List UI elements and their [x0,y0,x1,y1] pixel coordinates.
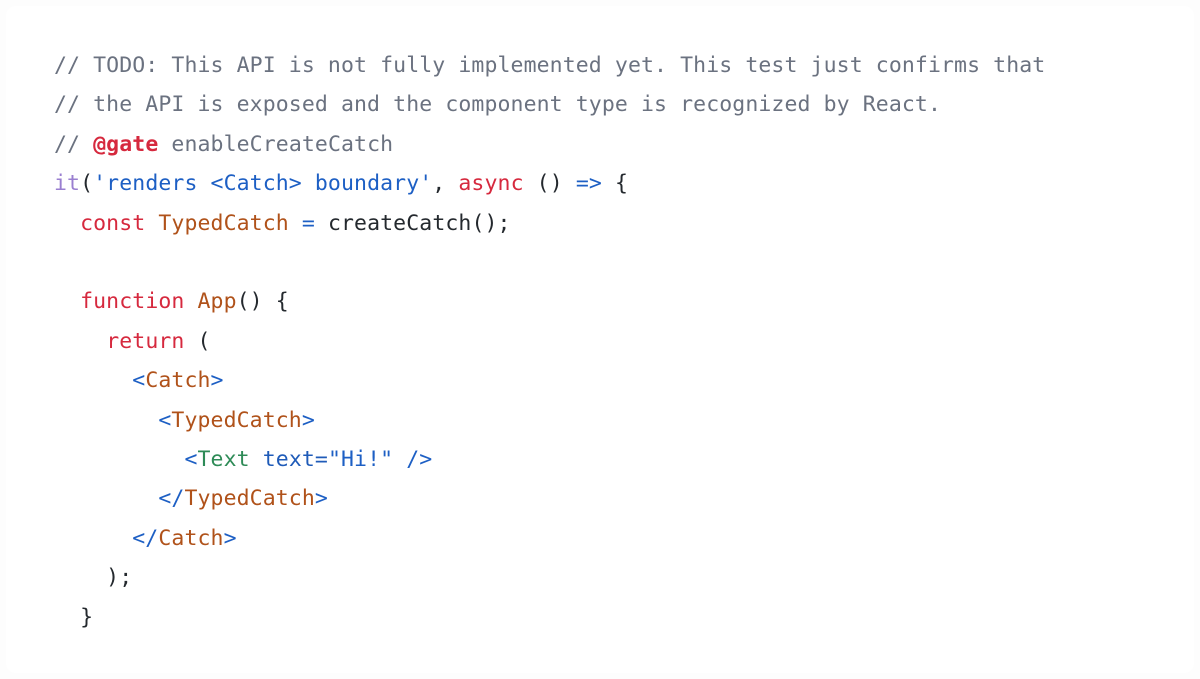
code-token-plain: () { [236,289,289,315]
code-token-operator: = [301,210,315,236]
code-line: ); [54,558,1194,597]
code-token-keyword: async [458,171,524,197]
code-token-keyword: function [80,289,185,315]
code-token-plain: ); [54,565,133,591]
code-line: it('renders <Catch> boundary', async () … [54,164,1194,203]
code-token-plain: createCatch(); [314,210,511,236]
code-snippet-card: // TODO: This API is not fully implement… [6,6,1194,673]
code-token-plain [54,526,132,551]
code-token-comment: // [54,131,94,157]
code-token-plain [250,447,263,472]
code-token-bracket: </ [158,486,185,512]
code-token-component: TypedCatch [171,407,302,433]
code-line: } [54,598,1194,637]
code-token-component: TypedCatch [158,210,289,236]
code-token-func-call: it [54,171,81,197]
code-token-keyword: return [106,328,185,354]
code-token-plain [54,329,106,354]
code-token-plain [54,211,80,236]
code-line: // TODO: This API is not fully implement… [54,46,1194,85]
code-block[interactable]: // TODO: This API is not fully implement… [54,46,1194,637]
code-token-component: TypedCatch [184,486,315,512]
code-token-gate: @gate [93,131,159,157]
code-token-plain [289,211,302,236]
code-token-operator: => [575,171,602,197]
code-token-plain: { [601,171,628,197]
code-line: <Text text="Hi!" /> [54,440,1194,479]
code-token-comment: // the API is exposed and the component … [54,92,941,118]
code-token-plain: } [54,604,94,630]
code-token-attr: = [314,447,328,473]
code-line: </Catch> [54,519,1194,558]
code-token-bracket: > [210,368,224,394]
code-token-plain: , [432,171,459,197]
code-line: <Catch> [54,361,1194,400]
code-token-plain [54,486,158,511]
code-token-bracket: > [223,525,237,551]
code-token-bracket: > [301,407,315,433]
code-line: function App() { [54,282,1194,321]
code-token-plain [393,447,406,472]
code-line: // the API is exposed and the component … [54,85,1194,124]
code-token-bracket: </ [132,525,159,551]
code-token-component: Catch [145,368,211,394]
code-token-attr: text [262,447,315,473]
code-token-bracket: < [132,368,146,394]
code-token-string: "Hi!" [327,447,394,473]
code-token-plain [54,447,184,472]
code-token-bracket: < [184,447,198,473]
code-token-component: App [197,289,237,315]
code-line: </TypedCatch> [54,479,1194,518]
code-content: // TODO: This API is not fully implement… [54,46,1194,637]
code-token-plain: ( [80,171,94,197]
code-line [54,243,1194,282]
code-token-keyword: const [80,210,146,236]
code-token-comment: // TODO: This API is not fully implement… [54,53,1046,78]
code-token-string: 'renders <Catch> boundary' [93,171,433,197]
code-token-tag-green: Text [197,447,250,473]
code-token-plain [54,408,158,433]
code-token-plain [54,289,80,314]
code-token-component: Catch [158,525,224,551]
code-token-plain [145,211,158,236]
code-token-comment: enableCreateCatch [158,131,394,157]
code-line: const TypedCatch = createCatch(); [54,204,1194,243]
code-token-plain [184,289,197,314]
code-line: return ( [54,322,1194,361]
code-token-bracket: < [158,407,172,433]
code-token-plain [54,368,132,393]
code-token-bracket: > [314,486,328,512]
code-token-bracket: /> [406,447,433,473]
code-token-plain: ( [184,328,211,354]
code-token-plain: () [523,171,576,197]
code-line: <TypedCatch> [54,401,1194,440]
code-line: // @gate enableCreateCatch [54,125,1194,164]
